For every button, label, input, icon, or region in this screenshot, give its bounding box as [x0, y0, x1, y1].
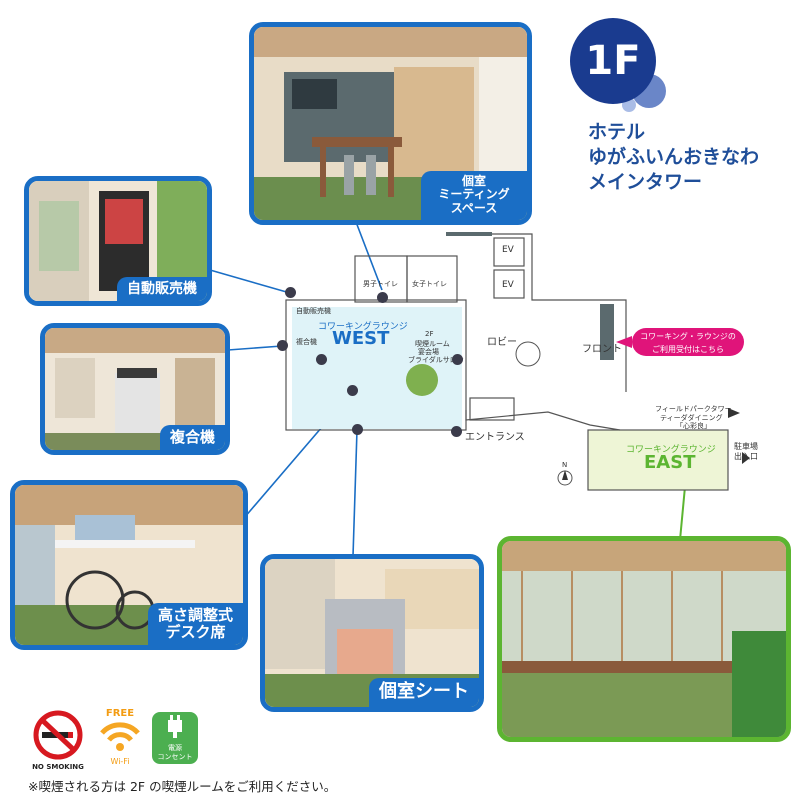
power-outlet-icon: 電源 コンセント	[152, 712, 198, 764]
second-floor-room-2: 宴会場	[418, 348, 439, 356]
power-plug-graphic	[168, 715, 182, 738]
field-park-label-2: ティーダダイニング	[660, 414, 723, 422]
parking-label-1: 駐車場	[734, 442, 758, 451]
pin-vending[interactable]	[285, 287, 296, 298]
hotel-name: ホテル ゆがふいんおきなわ メインタワー	[588, 120, 759, 195]
arrow-field-park	[728, 408, 740, 418]
west-lounge-area[interactable]	[292, 307, 462, 429]
connector-vending	[209, 269, 291, 294]
outlet-label-1: 電源	[168, 744, 182, 752]
second-floor-room-1: 喫煙ルーム	[415, 340, 450, 348]
photo-east-lounge	[497, 536, 791, 742]
wifi-label: Wi-Fi	[110, 757, 130, 766]
second-floor-label: 2F	[425, 330, 434, 338]
photo-label-meeting-space: 個室 ミーティング スペース	[421, 170, 527, 220]
connector-copier	[227, 345, 283, 351]
meeting-room-image	[254, 27, 527, 220]
ev-label-1: EV	[502, 245, 514, 255]
front-label: フロント	[582, 344, 622, 355]
photo-label-copier: 複合機	[159, 424, 225, 450]
photo-meeting-space: 個室 ミーティング スペース	[249, 22, 532, 225]
arrow-parking	[742, 452, 750, 464]
field-park-label-1: フィールドパークタワー	[655, 405, 732, 413]
photo-label-private-seat: 個室シート	[369, 678, 479, 707]
lobby-label: ロビー	[487, 337, 517, 348]
pin-private[interactable]	[352, 424, 363, 435]
floor-badge: 1F	[570, 18, 656, 104]
field-park-label-3: 「心彩良」	[676, 422, 711, 430]
no-smoking-graphic	[33, 710, 83, 760]
callout-pointer	[616, 336, 632, 348]
vending-small-label: 自動販売機	[296, 307, 331, 315]
womens-toilet-label: 女子トイレ	[412, 280, 447, 288]
connector-private	[352, 429, 358, 557]
east-lounge-area[interactable]	[588, 430, 728, 490]
photo-standing-desk: 高さ調整式 デスク席	[10, 480, 248, 650]
entrance-label: エントランス	[465, 432, 525, 443]
reception-callout-line-1: コワーキング・ラウンジの	[640, 332, 736, 341]
outlet-label-2: コンセント	[157, 753, 193, 761]
footnote: ※喫煙される方は 2F の喫煙ルームをご利用ください。	[28, 779, 337, 794]
mens-toilet-label: 男子トイレ	[363, 280, 398, 288]
photo-vending: 自動販売機	[24, 176, 212, 306]
reception-callout-line-2: ご利用受付はこちら	[652, 345, 724, 354]
no-smoking-icon: NO SMOKING	[28, 710, 88, 771]
pin-west-2	[452, 354, 463, 365]
copier-small-label: 複合機	[296, 338, 317, 346]
pin-desk[interactable]	[347, 385, 358, 396]
pin-west-1	[316, 354, 327, 365]
second-floor-room-3: ブライダルサロン	[408, 356, 464, 364]
wifi-free-label: FREE	[105, 708, 135, 719]
photo-label-vending: 自動販売機	[117, 276, 207, 301]
compass-label: N	[562, 461, 568, 469]
private-seat-image	[265, 559, 479, 707]
photo-label-standing-desk: 高さ調整式 デスク席	[147, 602, 243, 645]
hotel-name-line-2: ゆがふいんおきなわ	[588, 146, 760, 168]
pin-entrance	[451, 426, 462, 437]
east-lounge-name: EAST	[644, 452, 696, 473]
ev-label-2: EV	[502, 280, 514, 290]
wifi-icon: FREE Wi-Fi	[94, 708, 146, 770]
parking-label-2: 出入口	[734, 452, 758, 461]
west-lounge-name: WEST	[332, 328, 390, 349]
no-smoking-label: NO SMOKING	[32, 763, 84, 771]
east-lounge-kana: コワーキングラウンジ	[626, 445, 716, 455]
hotel-name-line-3: メインタワー	[588, 171, 703, 193]
west-lounge-kana: コワーキングラウンジ	[318, 322, 408, 332]
east-lounge-image	[502, 541, 786, 737]
photo-copier: 複合機	[40, 323, 230, 455]
reception-callout: コワーキング・ラウンジの ご利用受付はこちら	[632, 328, 744, 356]
compass-needle	[562, 470, 568, 480]
photo-private-seat: 個室シート	[260, 554, 484, 712]
hotel-name-line-1: ホテル	[588, 121, 646, 143]
wifi-graphic	[100, 722, 140, 751]
pin-copier[interactable]	[277, 340, 288, 351]
pin-meeting[interactable]	[377, 292, 388, 303]
